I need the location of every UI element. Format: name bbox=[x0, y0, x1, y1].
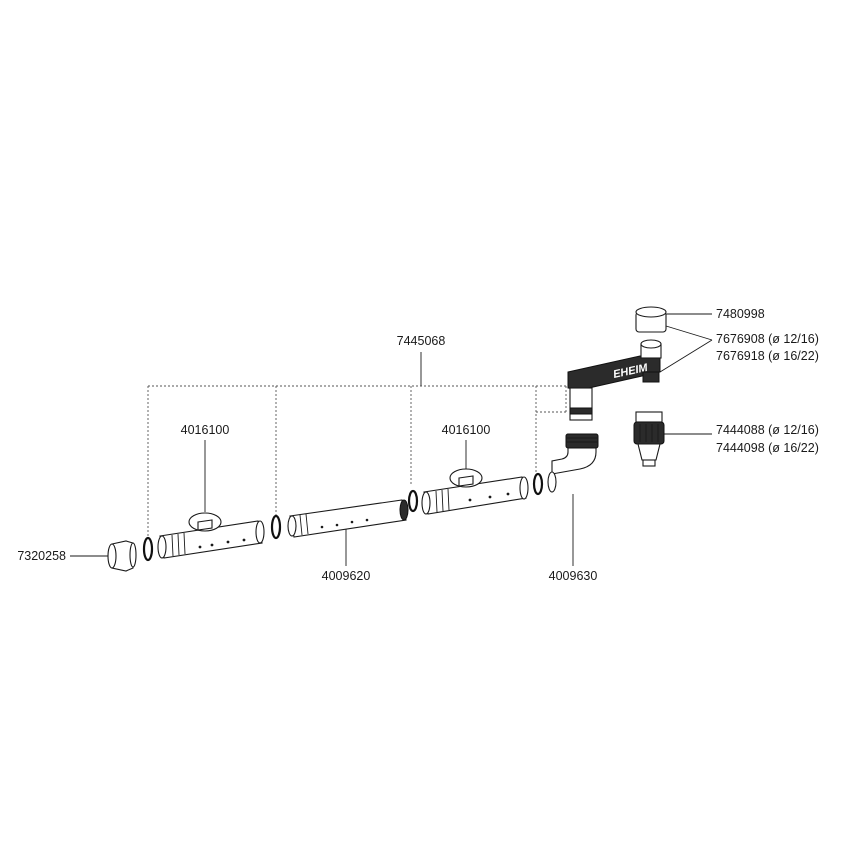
elbow-thread bbox=[565, 433, 599, 449]
leaders-7676908-7676918 bbox=[659, 325, 713, 373]
extension-tube-end-right bbox=[399, 499, 409, 521]
nozzle-hole bbox=[335, 523, 339, 527]
label-7444088: 7444088 (ø 12/16) bbox=[716, 423, 819, 437]
nozzle-hole bbox=[320, 525, 324, 529]
nozzle-hole bbox=[468, 498, 472, 502]
extension-tube-part bbox=[287, 499, 409, 566]
nozzle-hole bbox=[226, 540, 230, 544]
extension-tube-ribs bbox=[299, 513, 309, 536]
spray-bar-section-left bbox=[157, 440, 265, 559]
outlet-top-stub-rim bbox=[640, 339, 662, 349]
outlet-bottom-thread bbox=[642, 371, 660, 383]
label-7320258: 7320258 bbox=[17, 549, 66, 563]
label-7676908: 7676908 (ø 12/16) bbox=[716, 332, 819, 346]
label-7480998: 7480998 bbox=[716, 307, 765, 321]
suction-cup-clip-right bbox=[458, 475, 474, 487]
suction-cup-clip-left bbox=[197, 519, 213, 531]
elbow-part bbox=[547, 433, 599, 566]
outlet-down-pipe bbox=[569, 387, 593, 421]
spray-tube-end-right bbox=[255, 520, 265, 544]
o-ring-4 bbox=[532, 472, 544, 496]
connector-nut bbox=[633, 421, 665, 445]
nozzle-hole bbox=[506, 492, 510, 496]
label-7444098: 7444098 (ø 16/22) bbox=[716, 441, 819, 455]
nozzle-hole bbox=[350, 520, 354, 524]
nozzle-hole bbox=[488, 495, 492, 499]
spray-tube-end-right-2 bbox=[519, 476, 529, 500]
spray-bar-section-right bbox=[421, 440, 529, 515]
nozzle-hole bbox=[210, 543, 214, 547]
hose-connector-part bbox=[633, 411, 712, 467]
end-cap-part bbox=[70, 540, 137, 572]
end-cap-face bbox=[129, 542, 137, 568]
nozzle-hole bbox=[365, 518, 369, 522]
label-4016100-left: 4016100 bbox=[181, 423, 230, 437]
extension-tube-end-left bbox=[287, 515, 297, 537]
spray-tube-end-left bbox=[157, 535, 167, 559]
nozzle-hole bbox=[242, 538, 246, 542]
label-7676918: 7676918 (ø 16/22) bbox=[716, 349, 819, 363]
nozzle-hole bbox=[198, 545, 202, 549]
outlet-down-pipe-band bbox=[569, 407, 593, 415]
o-ring-3 bbox=[407, 489, 419, 513]
o-ring-1 bbox=[142, 536, 154, 562]
cap-part bbox=[635, 306, 712, 333]
o-ring-2 bbox=[270, 514, 282, 540]
end-cap-rim bbox=[107, 543, 117, 569]
spray-tube-end-left-2 bbox=[421, 491, 431, 515]
label-4009620: 4009620 bbox=[322, 569, 371, 583]
spray-tube-ribs-2 bbox=[435, 488, 450, 513]
leader-7676908-b bbox=[659, 339, 713, 373]
assembly-bracket bbox=[147, 352, 567, 536]
outlet-adapter-part: EHEIM bbox=[567, 339, 662, 421]
label-4016100-right: 4016100 bbox=[442, 423, 491, 437]
part-labels: 7445068 4016100 4016100 7320258 4009620 … bbox=[17, 307, 819, 583]
label-7445068: 7445068 bbox=[397, 334, 446, 348]
connector-barb bbox=[637, 443, 661, 461]
elbow-inlet bbox=[547, 471, 557, 493]
spray-tube-ribs bbox=[171, 532, 186, 557]
leader-7676908-a bbox=[665, 325, 713, 341]
label-4009630: 4009630 bbox=[549, 569, 598, 583]
cap-top bbox=[635, 306, 667, 318]
connector-grip-lines bbox=[639, 424, 659, 442]
connector-tip bbox=[642, 459, 656, 467]
connector-head bbox=[635, 411, 663, 423]
elbow-thread-lines bbox=[566, 437, 598, 443]
